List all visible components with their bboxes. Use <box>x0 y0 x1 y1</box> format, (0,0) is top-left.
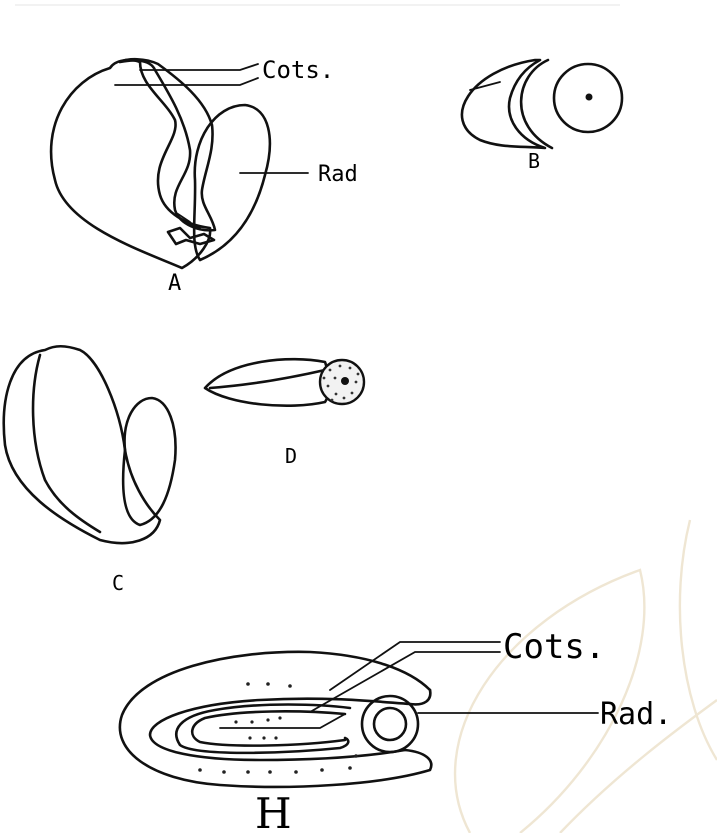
figure-a: Cots. Rad A <box>51 56 358 296</box>
letter-b: B <box>528 149 540 173</box>
letter-a: A <box>168 271 181 296</box>
figure-d: D <box>205 359 364 468</box>
figure-c: C <box>4 346 176 595</box>
letter-c: C <box>112 571 124 595</box>
watermark <box>455 520 717 833</box>
label-rad-a: Rad <box>318 162 358 187</box>
figure-b: B <box>462 60 622 173</box>
label-cots-a: Cots. <box>262 56 334 84</box>
label-rad-h: Rad. <box>600 697 672 732</box>
letter-h: H <box>255 789 292 833</box>
figure-h: Cots. Rad. H <box>120 627 672 833</box>
letter-d: D <box>285 444 297 468</box>
label-cots-h: Cots. <box>503 627 605 667</box>
